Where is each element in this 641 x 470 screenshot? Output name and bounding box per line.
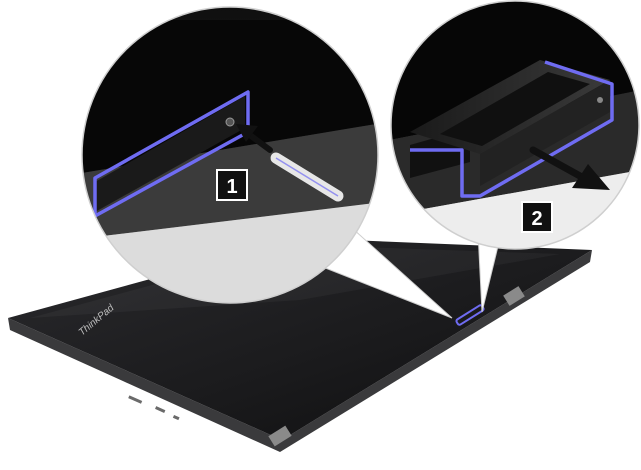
eject-hole-icon [226, 118, 234, 126]
step-1-badge: 1 [217, 170, 247, 200]
port-icon [155, 406, 165, 413]
step-1-number: 1 [226, 176, 237, 198]
step-2-badge: 2 [522, 202, 552, 232]
port-icon [128, 395, 142, 403]
port-icon [173, 415, 180, 420]
step-2-number: 2 [531, 208, 542, 230]
zoom-circle-step2: 2 [390, 0, 641, 250]
